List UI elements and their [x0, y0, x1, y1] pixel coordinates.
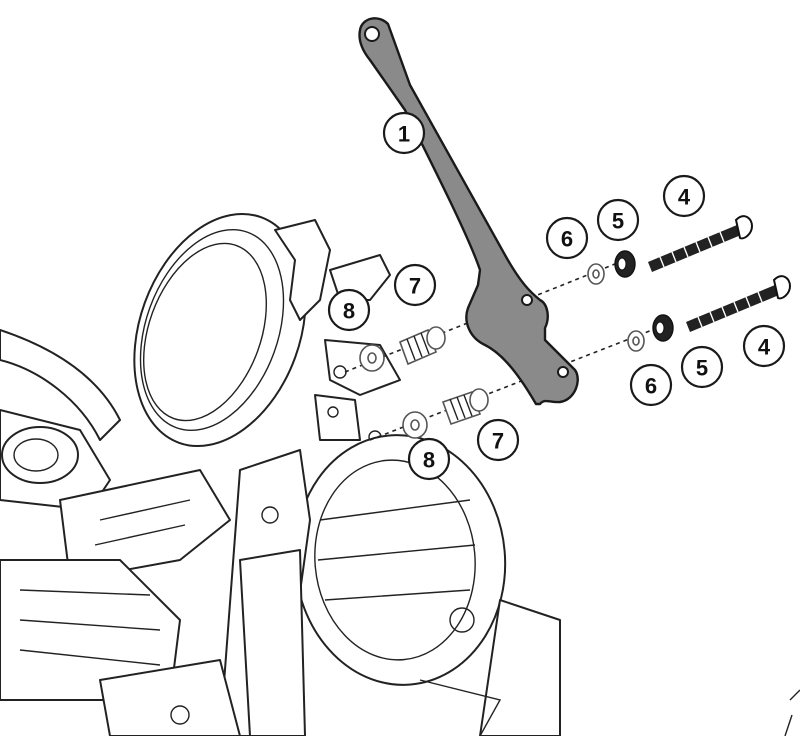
part-1-mounting-bracket [358, 17, 579, 406]
callout-8-lower-label: 8 [423, 448, 435, 473]
callout-4-upper-label: 4 [678, 185, 691, 210]
callout-1: 1 [382, 111, 426, 155]
part-5-nut-upper [614, 250, 636, 278]
part-7-damper-upper [398, 326, 446, 366]
callout-7-lower: 7 [476, 418, 520, 462]
callout-6-upper-label: 6 [561, 227, 573, 252]
handlebar-controls [0, 329, 241, 736]
callout-8-upper-label: 8 [343, 299, 355, 324]
callout-6-lower: 6 [629, 363, 673, 407]
part-8-washer-upper [359, 344, 385, 372]
callout-1-label: 1 [398, 122, 410, 147]
headlight-mount [274, 219, 401, 444]
part-6-washer-upper [587, 263, 605, 285]
motorcycle-body [0, 212, 800, 736]
callout-7-upper: 7 [393, 263, 437, 307]
callout-5-upper-label: 5 [612, 209, 624, 234]
callout-7-upper-label: 7 [409, 274, 421, 299]
front-fork [219, 449, 561, 736]
callout-8-upper: 8 [327, 288, 371, 332]
callout-8-lower: 8 [407, 437, 451, 481]
callout-5-lower: 5 [680, 345, 724, 389]
part-7-damper-lower [441, 388, 489, 426]
callout-6-lower-label: 6 [645, 374, 657, 399]
callout-4-upper: 4 [662, 174, 706, 218]
part-8-washer-lower [402, 411, 428, 439]
callout-6-upper: 6 [545, 216, 589, 260]
lead-lines [344, 261, 666, 441]
right-edge-fragment [784, 689, 800, 736]
part-4-bolt-upper [648, 215, 754, 272]
callout-5-lower-label: 5 [696, 356, 708, 381]
lower-headlight [293, 434, 507, 686]
callout-5-upper: 5 [596, 198, 640, 242]
part-4-bolt-lower [686, 275, 792, 332]
part-5-nut-lower [652, 314, 674, 342]
callout-7-lower-label: 7 [492, 429, 504, 454]
part-6-washer-lower [627, 330, 645, 352]
upper-headlight [133, 212, 307, 448]
callout-4-lower: 4 [742, 324, 786, 368]
callout-4-lower-label: 4 [758, 335, 771, 360]
